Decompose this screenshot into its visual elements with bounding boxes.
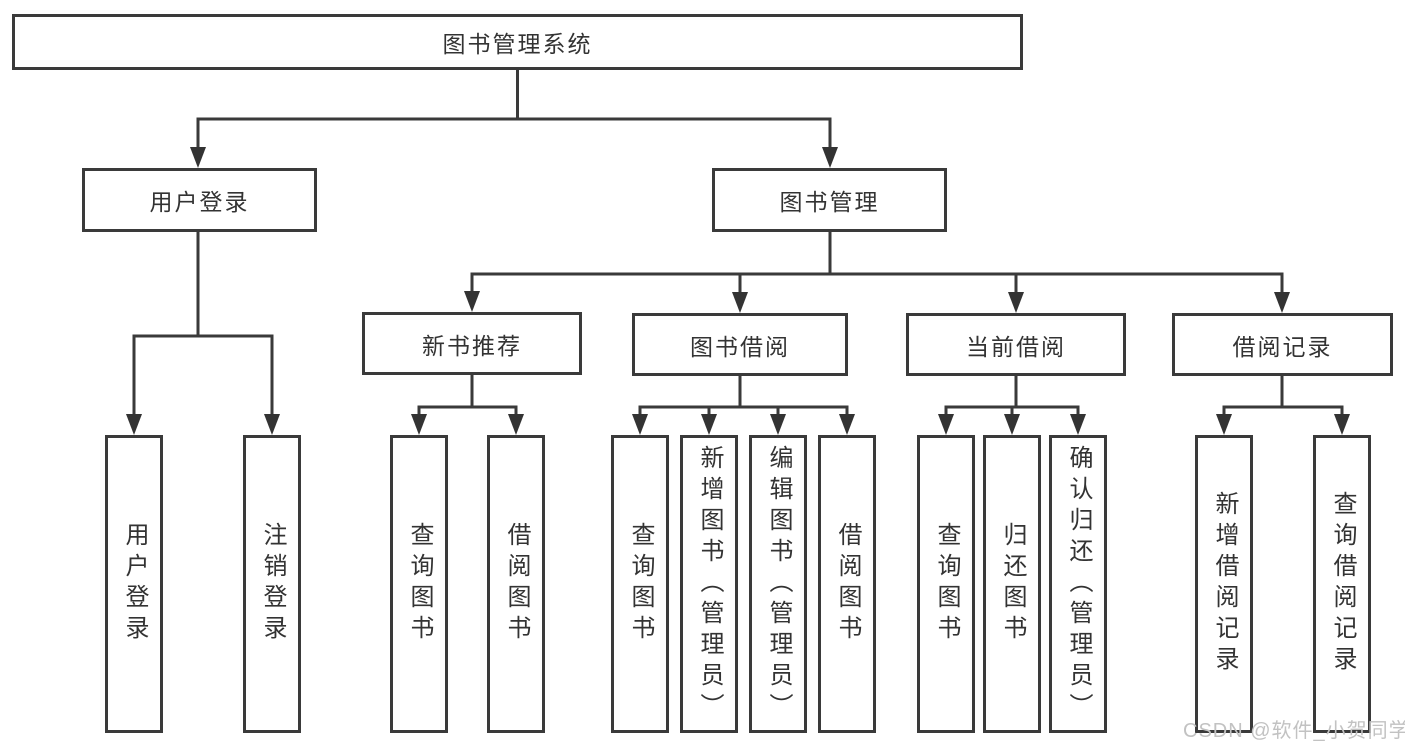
node-query-books-2: 查询图书 — [611, 435, 669, 733]
node-label: 借阅图书 — [503, 522, 530, 646]
node-borrow-books-1: 借阅图书 — [487, 435, 545, 733]
connector-user-login-bus — [132, 232, 274, 419]
connector-book-borrow-bus — [638, 376, 849, 419]
node-book-management: 图书管理 — [712, 168, 947, 232]
node-label: 借阅图书 — [834, 522, 861, 646]
node-query-books-3: 查询图书 — [917, 435, 975, 733]
connector-new-book-bus — [417, 375, 518, 419]
arrowhead — [732, 292, 748, 313]
node-logout: 注销登录 — [243, 435, 301, 733]
node-current-borrow: 当前借阅 — [906, 313, 1126, 376]
node-label: 新增借阅记录 — [1211, 491, 1238, 677]
arrowhead — [464, 291, 480, 312]
node-label: 用户登录 — [121, 522, 148, 646]
node-return-books: 归还图书 — [983, 435, 1041, 733]
node-label: 查询图书 — [933, 522, 960, 646]
arrowhead — [701, 414, 717, 435]
arrowhead — [1070, 414, 1086, 435]
connector-borrow-records-bus — [1222, 376, 1344, 419]
node-label: 查询图书 — [406, 522, 433, 646]
node-label: 编辑图书（管理员） — [765, 444, 792, 724]
node-user-login: 用户登录 — [82, 168, 317, 232]
node-label: 查询图书 — [627, 522, 654, 646]
connector-root-bus — [196, 70, 832, 151]
node-label: 确认归还（管理员） — [1065, 444, 1092, 724]
node-label: 当前借阅 — [966, 333, 1066, 360]
node-edit-book-admin: 编辑图书（管理员） — [749, 435, 807, 733]
node-add-book-admin: 新增图书（管理员） — [680, 435, 738, 733]
node-library-system: 图书管理系统 — [12, 14, 1023, 70]
node-query-books-1: 查询图书 — [390, 435, 448, 733]
node-label: 注销登录 — [259, 522, 286, 646]
arrowhead — [126, 414, 142, 435]
node-label: 图书借阅 — [690, 333, 790, 360]
arrowhead — [822, 147, 838, 168]
node-confirm-return-admin: 确认归还（管理员） — [1049, 435, 1107, 733]
arrowhead — [190, 147, 206, 168]
arrowhead — [1274, 292, 1290, 313]
arrowhead — [1008, 292, 1024, 313]
arrowhead — [1004, 414, 1020, 435]
arrowhead — [1334, 414, 1350, 435]
connector-current-borrow-bus — [944, 376, 1080, 419]
node-label: 图书管理 — [779, 189, 880, 215]
arrowhead — [264, 414, 280, 435]
node-book-borrow: 图书借阅 — [632, 313, 848, 376]
node-borrow-records: 借阅记录 — [1172, 313, 1393, 376]
node-label: 新增图书（管理员） — [696, 444, 723, 724]
arrowhead — [1216, 414, 1232, 435]
node-label: 用户登录 — [149, 189, 250, 215]
arrowhead — [938, 414, 954, 435]
node-add-borrow-record: 新增借阅记录 — [1195, 435, 1253, 733]
node-new-book-recommend: 新书推荐 — [362, 312, 582, 375]
node-label: 图书管理系统 — [442, 31, 593, 57]
node-query-borrow-record: 查询借阅记录 — [1313, 435, 1371, 733]
node-label: 查询借阅记录 — [1329, 491, 1356, 677]
csdn-watermark: CSDN @软件_小贺同学 — [1183, 720, 1405, 742]
node-user-login-action: 用户登录 — [105, 435, 163, 733]
node-borrow-books-2: 借阅图书 — [818, 435, 876, 733]
arrowhead — [508, 414, 524, 435]
connector-book-mgmt-bus — [470, 232, 1284, 296]
arrowhead — [632, 414, 648, 435]
arrowhead — [411, 414, 427, 435]
node-label: 新书推荐 — [422, 332, 522, 359]
arrowhead — [770, 414, 786, 435]
node-label: 借阅记录 — [1232, 333, 1333, 360]
arrowheads — [126, 147, 1350, 435]
arrowhead — [839, 414, 855, 435]
node-label: 归还图书 — [999, 522, 1026, 646]
